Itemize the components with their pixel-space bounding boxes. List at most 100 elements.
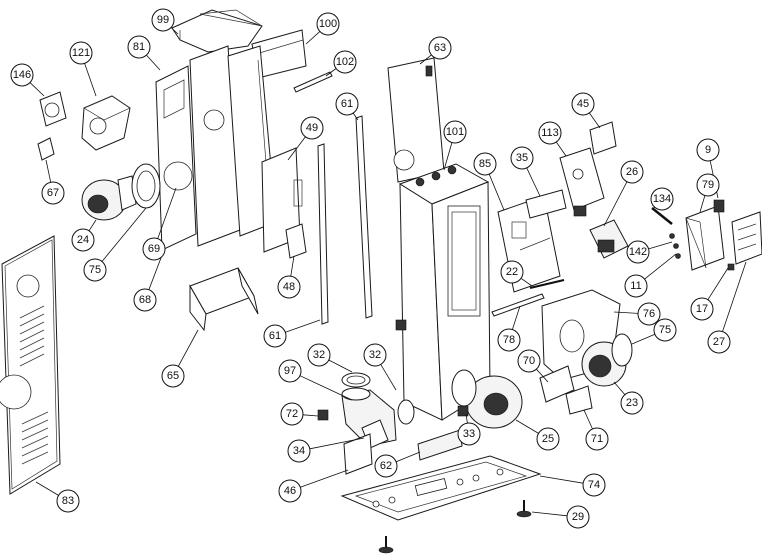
callout-circle <box>620 160 644 184</box>
blower-24 <box>81 175 137 221</box>
leader-line-32 <box>328 359 353 373</box>
callout-17: 17 <box>690 297 714 321</box>
callout-circle <box>500 260 524 284</box>
leader-line-70 <box>536 368 549 383</box>
callout-label: 48 <box>283 281 295 293</box>
leader-line-100 <box>305 31 321 45</box>
bar-102 <box>293 71 333 93</box>
tube-32-right <box>397 399 415 425</box>
callout-78: 78 <box>497 328 521 352</box>
callout-label: 17 <box>696 303 708 315</box>
callout-circle <box>280 402 304 426</box>
callout-circle <box>41 181 65 205</box>
callout-circle <box>127 35 151 59</box>
leader-line-29 <box>531 511 568 517</box>
leader-line-71 <box>583 409 593 430</box>
ring-32 <box>341 372 371 388</box>
leader-line-146 <box>29 82 45 97</box>
leader-line-48 <box>290 255 295 277</box>
control-board-27 <box>731 211 762 265</box>
callout-label: 70 <box>523 355 535 367</box>
front-panel-81 <box>155 65 197 251</box>
callout-circle <box>363 343 387 367</box>
callout-23: 23 <box>620 391 644 415</box>
callout-27: 27 <box>707 330 731 354</box>
louver-slots <box>19 305 49 465</box>
callout-label: 134 <box>653 193 671 205</box>
leader-line-83 <box>35 481 59 496</box>
callout-circle <box>278 359 302 383</box>
callout-circle <box>71 228 95 252</box>
bracket-71 <box>565 385 593 415</box>
callout-circle <box>696 138 720 162</box>
callout-label: 46 <box>284 485 296 497</box>
callout-label: 27 <box>713 336 725 348</box>
callout-circle <box>56 489 80 513</box>
callout-69: 69 <box>142 237 166 261</box>
callout-61: 61 <box>335 92 359 116</box>
callout-circle <box>497 328 521 352</box>
callout-label: 75 <box>89 264 101 276</box>
callout-label: 100 <box>319 18 337 30</box>
leader-line-35 <box>526 167 541 197</box>
leader-line-101 <box>443 142 453 171</box>
callout-label: 62 <box>380 460 392 472</box>
callout-25: 25 <box>536 427 560 451</box>
callout-circle <box>277 275 301 299</box>
callout-circle <box>457 422 481 446</box>
callout-label: 83 <box>62 495 74 507</box>
leader-line-79 <box>699 195 706 213</box>
callout-75: 75 <box>653 318 677 342</box>
callout-label: 32 <box>313 349 325 361</box>
callout-76: 76 <box>637 302 661 326</box>
callout-33: 33 <box>457 422 481 446</box>
callout-circle <box>300 116 324 140</box>
box-46 <box>343 433 373 475</box>
callout-label: 101 <box>446 126 464 138</box>
callout-142: 142 <box>626 240 650 264</box>
leveling-foot-bottom <box>378 536 394 554</box>
leader-line-75 <box>631 333 656 345</box>
leader-line-17 <box>707 267 729 300</box>
top-cap-99 <box>171 9 263 53</box>
callout-61: 61 <box>263 324 287 348</box>
callout-32: 32 <box>363 343 387 367</box>
callout-label: 49 <box>306 122 318 134</box>
callout-label: 113 <box>541 127 559 139</box>
nut-72 <box>317 409 329 421</box>
strip-61-right <box>355 115 373 319</box>
part-17 <box>727 263 735 271</box>
callout-circle <box>151 8 175 32</box>
callout-label: 61 <box>341 98 353 110</box>
callout-circle <box>473 152 497 176</box>
callout-label: 68 <box>139 294 151 306</box>
leader-line-113 <box>555 141 567 157</box>
callout-circle <box>650 187 674 211</box>
callout-48: 48 <box>277 275 301 299</box>
leader-line-46 <box>300 469 349 488</box>
callout-circle <box>83 258 107 282</box>
callout-74: 74 <box>582 473 606 497</box>
callout-circle <box>620 391 644 415</box>
callout-circle <box>133 288 157 312</box>
leader-line-102 <box>325 68 337 77</box>
callout-circle <box>428 36 452 60</box>
bracket-79 <box>685 205 725 271</box>
leader-line-97 <box>299 375 353 401</box>
callout-circle <box>335 92 359 116</box>
leader-line-34 <box>309 437 365 450</box>
callout-circle <box>637 302 661 326</box>
callout-label: 9 <box>705 144 711 156</box>
callout-label: 69 <box>148 243 160 255</box>
gas-valve-26 <box>589 219 629 259</box>
callout-circle <box>161 364 185 388</box>
leader-line-74 <box>539 475 584 484</box>
callout-81: 81 <box>127 35 151 59</box>
blower-23 <box>581 333 633 387</box>
plate-35 <box>525 189 567 219</box>
callout-26: 26 <box>620 160 644 184</box>
leader-line-69 <box>157 187 177 239</box>
callout-22: 22 <box>500 260 524 284</box>
callout-circle <box>333 50 357 74</box>
